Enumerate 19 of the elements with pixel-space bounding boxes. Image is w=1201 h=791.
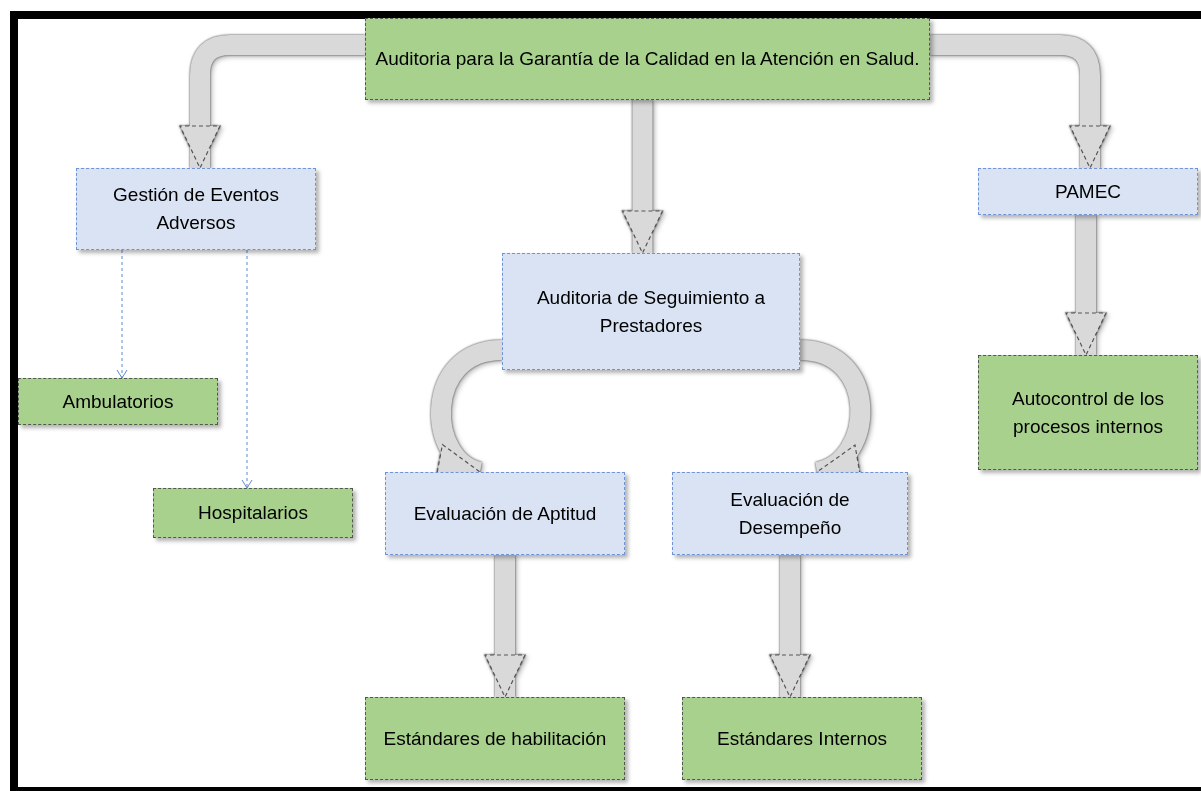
process-box: Evaluación de Aptitud	[385, 472, 625, 555]
block-arrow	[930, 35, 1111, 169]
result-box: Hospitalarios	[153, 488, 353, 538]
result-box: Auditoria para la Garantía de la Calidad en la Atención en Salud.	[365, 18, 930, 100]
process-box: Evaluación de Desempeño	[672, 472, 908, 555]
process-box: Auditoria de Seguimiento a Prestadores	[502, 253, 800, 370]
process-box: Gestión de Eventos Adversos	[76, 168, 316, 250]
result-box: Ambulatorios	[18, 378, 218, 425]
block-arrow	[1065, 215, 1107, 356]
dashed-arrow	[116, 249, 128, 379]
dashed-arrow	[241, 249, 253, 489]
block-arrow	[621, 100, 664, 254]
block-arrow	[769, 555, 811, 698]
block-arrow	[484, 555, 526, 698]
block-arrow	[179, 35, 365, 169]
process-box: PAMEC	[978, 168, 1198, 215]
result-box: Autocontrol de los procesos internos	[978, 355, 1198, 470]
result-box: Estándares de habilitación	[365, 697, 625, 780]
result-box: Estándares Internos	[682, 697, 922, 780]
